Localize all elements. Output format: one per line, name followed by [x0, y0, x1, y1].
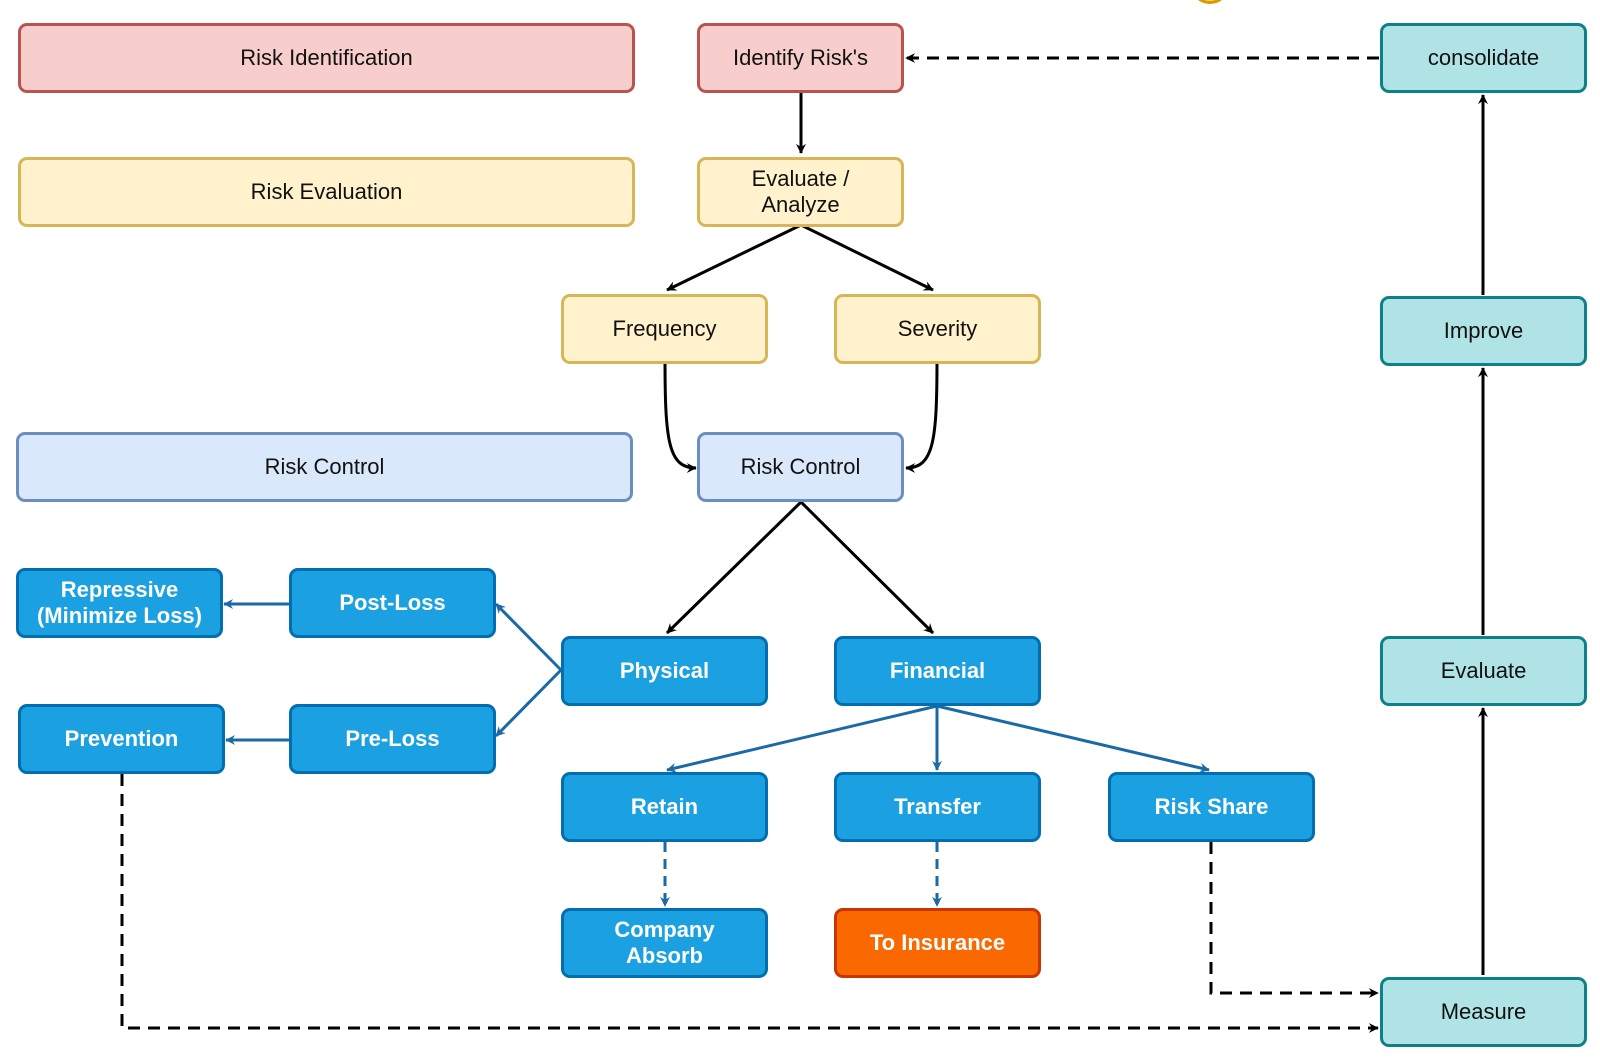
connector-evaluate-to-frequency — [666, 223, 802, 292]
lane-label-risk-evaluation: Risk Evaluation — [18, 157, 635, 227]
physical-node: Physical — [561, 636, 768, 706]
prevention-node: Prevention — [18, 704, 225, 774]
risk-control-node: Risk Control — [697, 432, 904, 502]
connector-evaluate-to-severity — [800, 223, 934, 292]
connector-risk-control-to-financial — [799, 500, 935, 635]
to-insurance-node: To Insurance — [834, 908, 1041, 978]
connector-risk-control-to-physical — [665, 500, 803, 635]
pre-loss-node: Pre-Loss — [289, 704, 496, 774]
connector-physical-to-post-loss — [494, 602, 563, 672]
evaluate-node: Evaluate — [1380, 636, 1587, 706]
measure-node: Measure — [1380, 977, 1587, 1047]
connector-financial-to-retain — [666, 704, 938, 773]
repressive-node: Repressive (Minimize Loss) — [16, 568, 223, 638]
evaluate-analyze-node: Evaluate / Analyze — [697, 157, 904, 227]
connector-financial-to-risk-share — [936, 704, 1210, 773]
connector-physical-to-pre-loss — [494, 668, 563, 738]
connector-severity-to-risk-control — [905, 357, 939, 473]
consolidate-node: consolidate — [1380, 23, 1587, 93]
risk-share-node: Risk Share — [1108, 772, 1315, 842]
severity-node: Severity — [834, 294, 1041, 364]
connector-prevention-to-measure — [120, 774, 1379, 1033]
frequency-node: Frequency — [561, 294, 768, 364]
post-loss-node: Post-Loss — [289, 568, 496, 638]
company-absorb-node: Company Absorb — [561, 908, 768, 978]
lane-label-risk-identification: Risk Identification — [18, 23, 635, 93]
connector-frequency-to-risk-control — [663, 357, 697, 473]
lane-label-risk-control: Risk Control — [16, 432, 633, 502]
transfer-node: Transfer — [834, 772, 1041, 842]
identify-risks-node: Identify Risk's — [697, 23, 904, 93]
connector-risk-share-to-measure — [1209, 842, 1379, 998]
improve-node: Improve — [1380, 296, 1587, 366]
financial-node: Financial — [834, 636, 1041, 706]
retain-node: Retain — [561, 772, 768, 842]
